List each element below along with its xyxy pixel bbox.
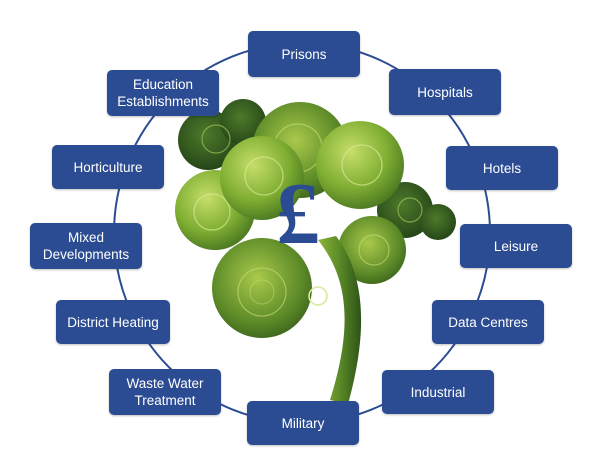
leaf-right [338,216,406,284]
leaf-top-right [316,121,404,209]
sector-box-district-heating: District Heating [56,300,170,344]
sector-box-hotels: Hotels [446,146,558,190]
sector-box-industrial: Industrial [382,370,494,414]
sector-box-hospitals: Hospitals [389,69,501,115]
leaf-upper-left [220,136,304,220]
sector-box-leisure: Leisure [460,224,572,268]
sector-box-waste-water-treatment: Waste Water Treatment [109,369,221,415]
leaf-back-left [178,99,266,170]
sector-box-military: Military [247,401,359,445]
tree-trunk [318,236,362,404]
sector-box-mixed-developments: Mixed Developments [30,223,142,269]
sector-box-data-centres: Data Centres [432,300,544,344]
trunk-curl [308,286,328,306]
pound-symbol: £ [276,166,320,263]
sector-box-prisons: Prisons [248,31,360,77]
sector-box-education-establishments: Education Establishments [107,70,219,116]
leaf-lower-left [212,238,312,338]
sector-box-horticulture: Horticulture [52,145,164,189]
